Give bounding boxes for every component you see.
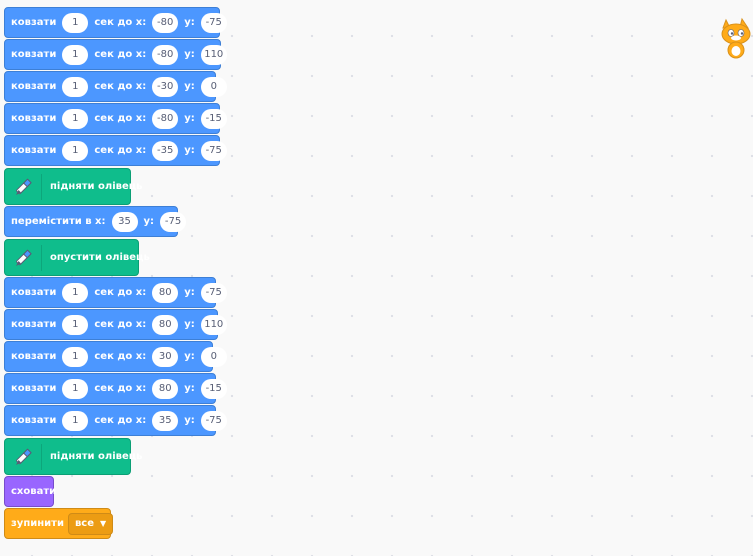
glide-label: ковзати — [11, 49, 57, 60]
y-input[interactable]: -15 — [200, 378, 227, 399]
y-input[interactable]: 110 — [200, 44, 227, 65]
secs-input[interactable]: 1 — [62, 410, 89, 431]
goto-xy-block[interactable]: перемістити в x: 35 y: -75 — [4, 206, 187, 237]
caret-down-icon: ▼ — [100, 519, 107, 528]
scratch-cat-icon — [721, 17, 751, 59]
stop-option-value: все — [74, 518, 95, 529]
glide-block[interactable]: ковзати 1 сек до x: 80 y: -75 — [4, 277, 227, 308]
y-label: y: — [184, 287, 195, 298]
glide-label: ковзати — [11, 81, 57, 92]
y-label: y: — [184, 145, 195, 156]
x-input[interactable]: -30 — [152, 76, 179, 97]
y-label: y: — [184, 113, 195, 124]
pencil-icon — [13, 244, 42, 271]
x-input[interactable]: -80 — [152, 108, 179, 129]
glide-block[interactable]: ковзати 1 сек до x: 80 y: -15 — [4, 373, 227, 404]
pen-up-label: підняти олівець — [50, 451, 143, 462]
pen-up-block[interactable]: підняти олівець — [4, 168, 143, 205]
y-input[interactable]: -75 — [200, 410, 227, 431]
pen-down-label: опустити олівець — [50, 252, 150, 263]
x-input[interactable]: 30 — [152, 346, 179, 367]
hide-label: сховати — [11, 486, 57, 497]
stop-option-dropdown[interactable]: все ▼ — [67, 512, 114, 535]
y-label: y: — [184, 351, 195, 362]
glide-label: ковзати — [11, 287, 57, 298]
secs-input[interactable]: 1 — [62, 140, 89, 161]
x-input[interactable]: 35 — [111, 211, 138, 232]
x-input[interactable]: 80 — [152, 282, 179, 303]
sec-to-x-label: сек до x: — [94, 17, 147, 28]
pen-up-block[interactable]: підняти олівець — [4, 438, 143, 475]
sec-to-x-label: сек до x: — [94, 351, 147, 362]
sec-to-x-label: сек до x: — [94, 145, 147, 156]
goto-x-label: перемістити в x: — [11, 216, 106, 227]
glide-label: ковзати — [11, 383, 57, 394]
secs-input[interactable]: 1 — [62, 108, 89, 129]
y-label: y: — [143, 216, 155, 227]
y-label: y: — [184, 17, 195, 28]
x-input[interactable]: 80 — [152, 314, 179, 335]
glide-label: ковзати — [11, 113, 57, 124]
pen-up-label: підняти олівець — [50, 181, 143, 192]
pencil-icon — [13, 173, 42, 200]
y-label: y: — [184, 383, 195, 394]
y-input[interactable]: -75 — [200, 12, 227, 33]
secs-input[interactable]: 1 — [62, 76, 89, 97]
sec-to-x-label: сек до x: — [94, 319, 147, 330]
glide-block[interactable]: ковзати 1 сек до x: 35 y: -75 — [4, 405, 227, 436]
pencil-icon — [13, 443, 42, 470]
glide-label: ковзати — [11, 145, 57, 156]
glide-block[interactable]: ковзати 1 сек до x: -80 y: 110 — [4, 39, 227, 70]
y-input[interactable]: -15 — [200, 108, 227, 129]
glide-label: ковзати — [11, 17, 57, 28]
glide-label: ковзати — [11, 319, 57, 330]
glide-block[interactable]: ковзати 1 сек до x: -80 y: -75 — [4, 7, 227, 38]
stop-block[interactable]: зупинити все ▼ — [4, 508, 114, 539]
y-label: y: — [184, 49, 195, 60]
x-input[interactable]: -80 — [152, 12, 179, 33]
glide-block[interactable]: ковзати 1 сек до x: 30 y: 0 — [4, 341, 227, 372]
glide-block[interactable]: ковзати 1 сек до x: -35 y: -75 — [4, 135, 227, 166]
secs-input[interactable]: 1 — [62, 44, 89, 65]
y-input[interactable]: 0 — [200, 346, 227, 367]
secs-input[interactable]: 1 — [62, 346, 89, 367]
sec-to-x-label: сек до x: — [94, 383, 147, 394]
sec-to-x-label: сек до x: — [94, 287, 147, 298]
y-input[interactable]: -75 — [160, 211, 187, 232]
y-input[interactable]: 0 — [200, 76, 227, 97]
y-input[interactable]: -75 — [200, 282, 227, 303]
y-label: y: — [184, 81, 195, 92]
pen-down-block[interactable]: опустити олівець — [4, 239, 150, 276]
sec-to-x-label: сек до x: — [94, 113, 147, 124]
glide-label: ковзати — [11, 351, 57, 362]
glide-label: ковзати — [11, 415, 57, 426]
sec-to-x-label: сек до x: — [94, 415, 147, 426]
y-label: y: — [184, 415, 195, 426]
glide-block[interactable]: ковзати 1 сек до x: -80 y: -15 — [4, 103, 227, 134]
y-label: y: — [184, 319, 195, 330]
x-input[interactable]: -35 — [152, 140, 179, 161]
x-input[interactable]: 80 — [152, 378, 179, 399]
secs-input[interactable]: 1 — [62, 314, 89, 335]
secs-input[interactable]: 1 — [62, 378, 89, 399]
sec-to-x-label: сек до x: — [94, 81, 147, 92]
glide-block[interactable]: ковзати 1 сек до x: 80 y: 110 — [4, 309, 227, 340]
stop-label: зупинити — [11, 518, 64, 529]
hide-block[interactable]: сховати — [4, 476, 57, 507]
secs-input[interactable]: 1 — [62, 12, 89, 33]
x-input[interactable]: 35 — [152, 410, 179, 431]
glide-block[interactable]: ковзати 1 сек до x: -30 y: 0 — [4, 71, 227, 102]
y-input[interactable]: -75 — [200, 140, 227, 161]
secs-input[interactable]: 1 — [62, 282, 89, 303]
y-input[interactable]: 110 — [200, 314, 227, 335]
sec-to-x-label: сек до x: — [94, 49, 147, 60]
x-input[interactable]: -80 — [152, 44, 179, 65]
